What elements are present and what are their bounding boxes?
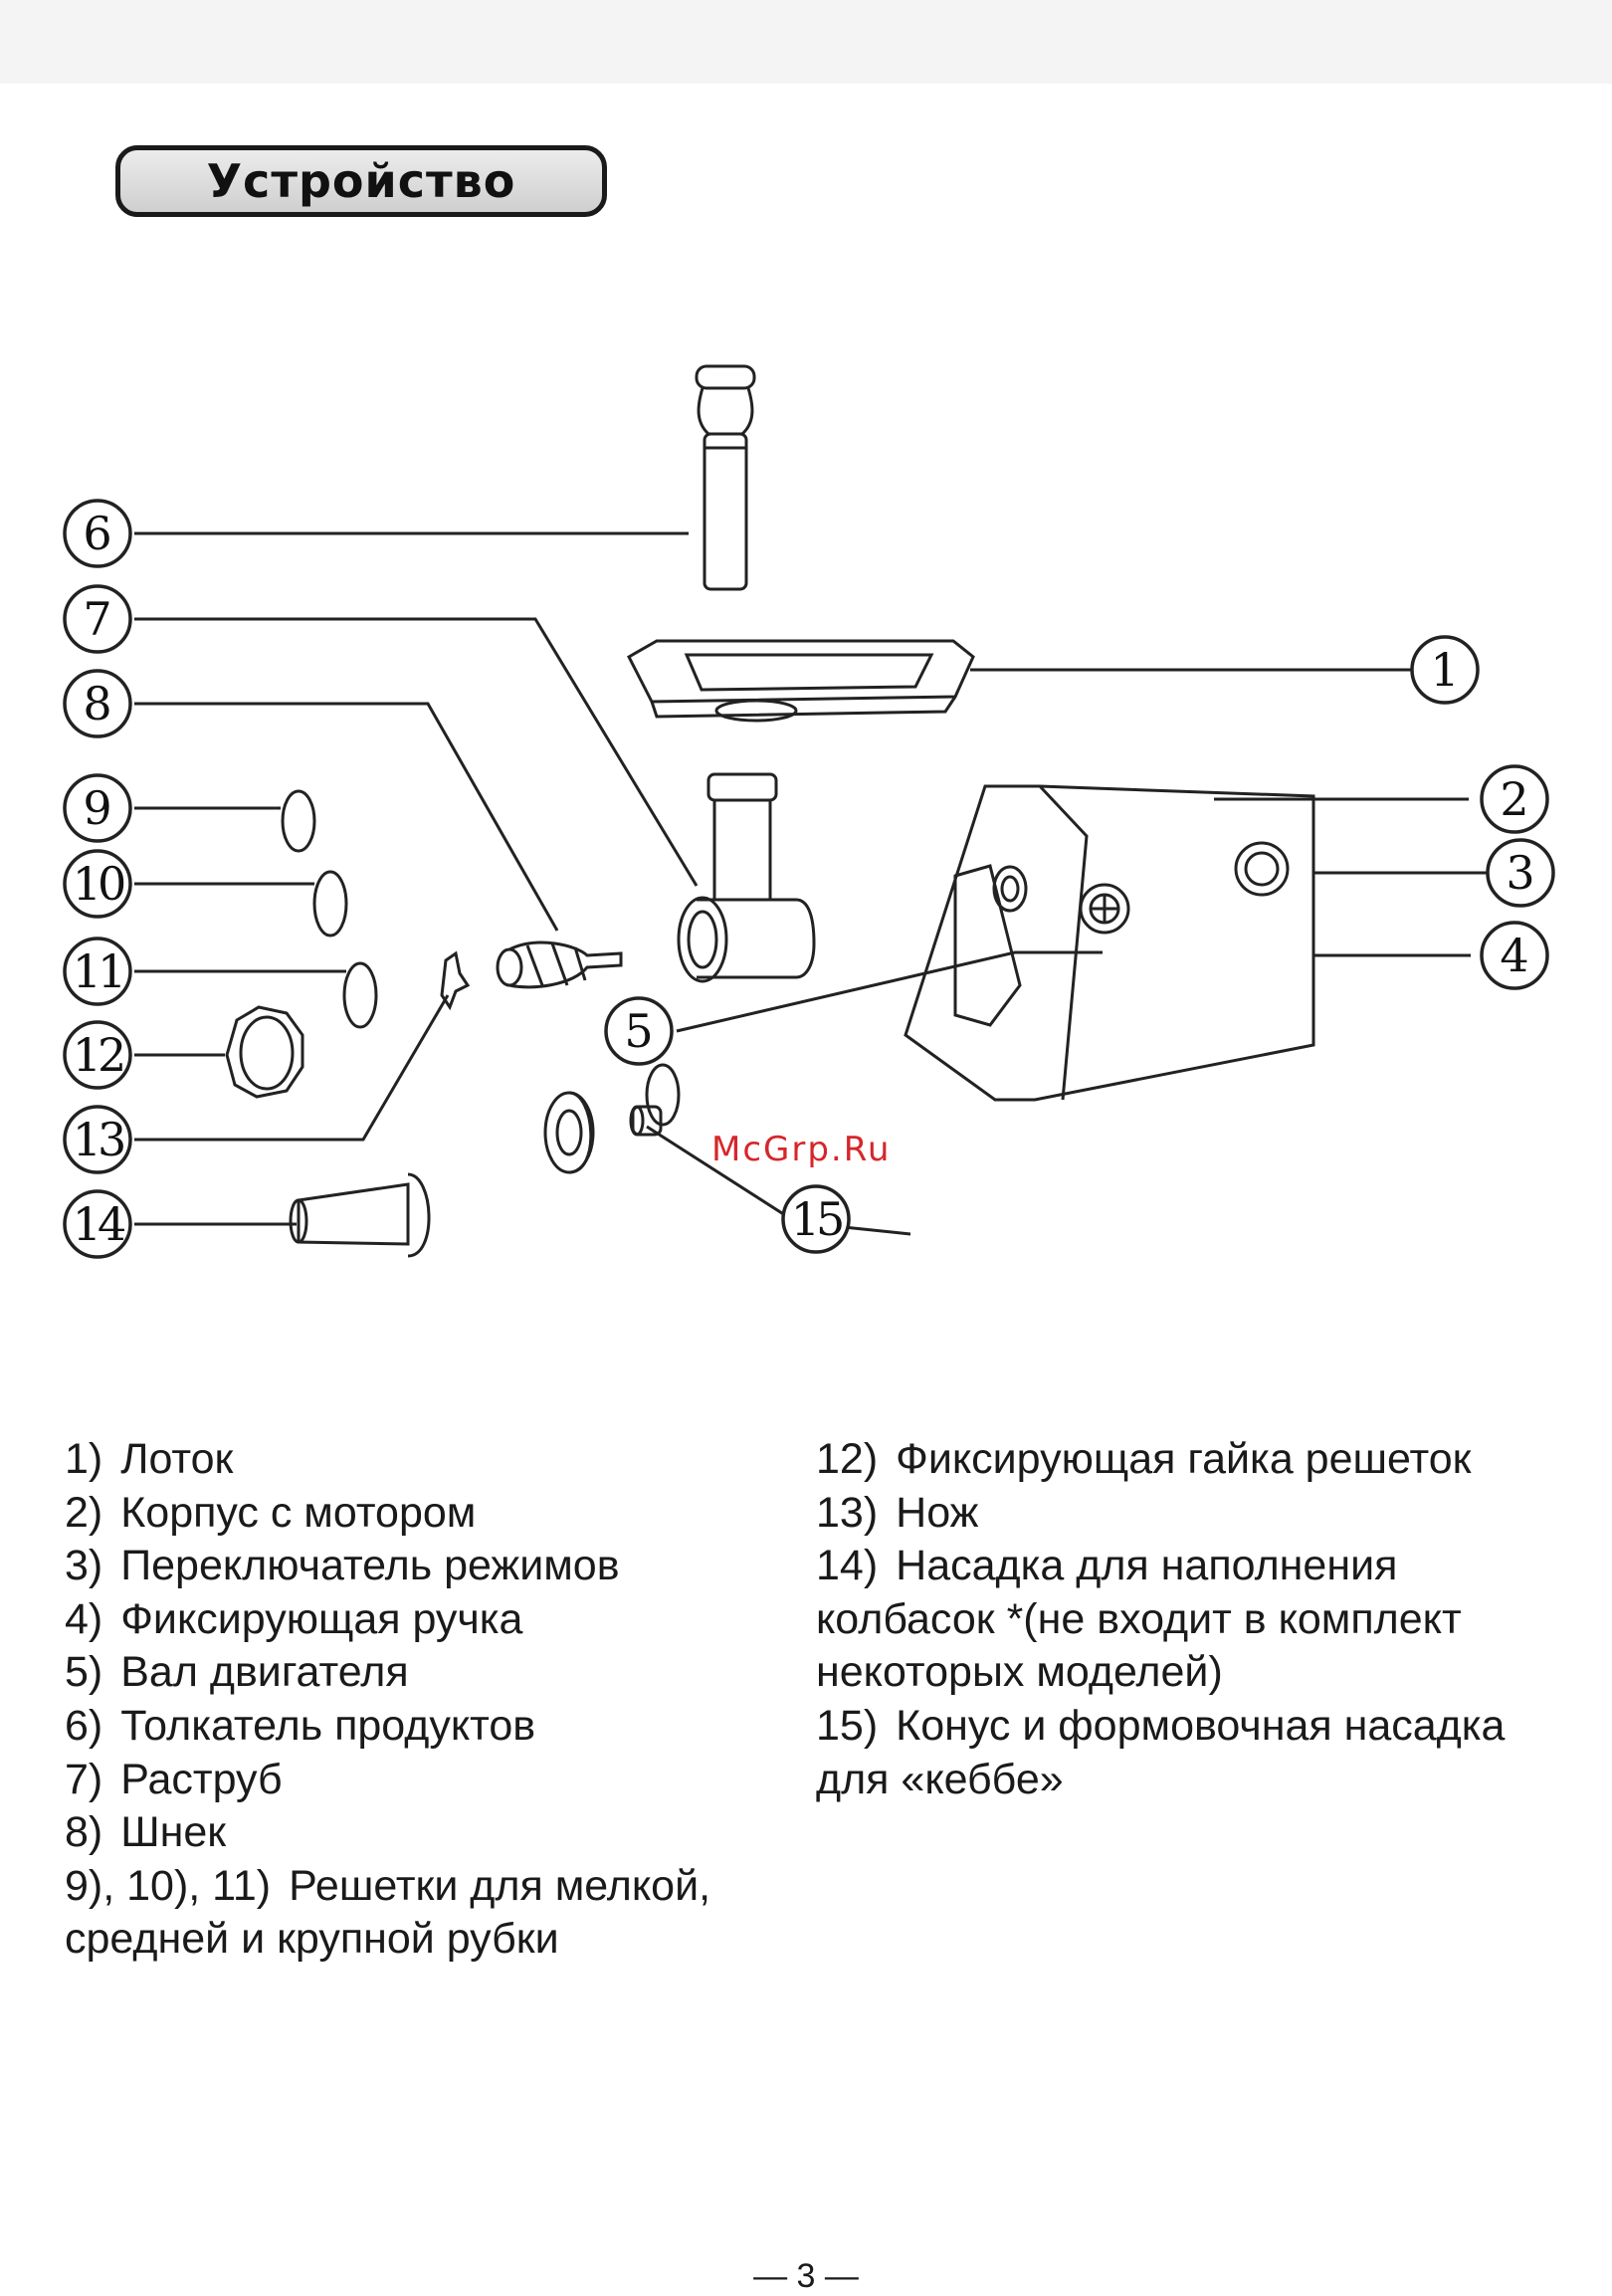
legend-item: 5)Вал двигателя — [65, 1648, 409, 1697]
svg-text:1: 1 — [1430, 643, 1459, 697]
fixing-nut-part — [225, 1005, 304, 1099]
legend-item: 1)Лоток — [65, 1435, 234, 1483]
grid-plates — [281, 789, 378, 1029]
legend-item: 2)Корпус с мотором — [65, 1488, 477, 1537]
auger-part — [496, 940, 623, 989]
pusher-part — [695, 364, 756, 591]
svg-text:3: 3 — [1506, 846, 1534, 900]
callout-11: 11 — [63, 937, 132, 1006]
legend-item: 13)Нож — [816, 1488, 979, 1537]
svg-text:5: 5 — [624, 1004, 653, 1058]
svg-text:13: 13 — [73, 1113, 123, 1166]
motor-body-part — [904, 784, 1315, 1102]
svg-text:6: 6 — [83, 507, 111, 560]
legend-item: 8)Шнек — [65, 1808, 227, 1857]
sausage-nozzle-part — [289, 1172, 431, 1258]
callout-5: 5 — [604, 996, 674, 1066]
legend-item: 6)Толкатель продуктов — [65, 1701, 536, 1750]
callout-6: 6 — [63, 499, 132, 568]
legend-item: 4)Фиксирующая ручка — [65, 1594, 523, 1643]
feed-tube-part — [677, 772, 816, 983]
legend-item: 12)Фиксирующая гайка решеток — [816, 1435, 1472, 1483]
parts-legend-left: 1)Лоток 2)Корпус с мотором 3)Переключате… — [65, 1433, 741, 1967]
svg-text:9: 9 — [83, 781, 111, 835]
knife-part — [440, 950, 471, 1011]
motor-shaft-part — [992, 865, 1028, 913]
page-number: — 3 — — [753, 2257, 859, 2295]
callout-13: 13 — [63, 1105, 132, 1174]
callout-14: 14 — [63, 1189, 132, 1259]
callout-8: 8 — [63, 669, 132, 738]
callout-3: 3 — [1486, 838, 1555, 908]
section-title-badge: Устройство — [115, 145, 607, 217]
callout-2: 2 — [1480, 764, 1549, 834]
callout-9: 9 — [63, 773, 132, 843]
svg-text:4: 4 — [1500, 929, 1528, 982]
callout-4: 4 — [1480, 921, 1549, 990]
legend-item: 14)Насадка для наполнения колбасок *(не … — [816, 1542, 1462, 1697]
legend-item: 3)Переключатель режимов — [65, 1542, 620, 1590]
callout-10: 10 — [63, 849, 132, 919]
callout-7: 7 — [63, 584, 132, 654]
legend-item: 9), 10), 11)Решетки для мелкой, средней … — [65, 1861, 711, 1964]
svg-text:12: 12 — [73, 1028, 123, 1082]
kebbe-attachment-part — [543, 1063, 681, 1174]
callout-12: 12 — [63, 1020, 132, 1090]
section-title: Устройство — [206, 154, 516, 208]
meat-grinder-exploded-diagram: 6 7 8 9 10 11 12 13 14 1 2 — [63, 364, 1555, 1259]
tray-part — [627, 639, 975, 723]
callout-markers: 6 7 8 9 10 11 12 13 14 1 2 — [63, 499, 1555, 1259]
legend-item: 15)Конус и формовочная насадка для «кебб… — [816, 1701, 1506, 1803]
svg-text:14: 14 — [73, 1197, 124, 1251]
svg-text:11: 11 — [73, 944, 123, 998]
svg-text:8: 8 — [83, 677, 111, 731]
svg-text:2: 2 — [1500, 772, 1528, 826]
parts-legend-right: 12)Фиксирующая гайка решеток 13)Нож 14)Н… — [816, 1433, 1572, 1806]
svg-text:7: 7 — [83, 592, 111, 646]
svg-text:10: 10 — [73, 857, 124, 911]
callout-15: 15 — [781, 1184, 851, 1254]
watermark-text: McGrp.Ru — [711, 1130, 891, 1169]
fixing-knob-part — [1079, 883, 1130, 935]
page-header-band — [0, 0, 1612, 84]
callout-1: 1 — [1410, 635, 1480, 705]
leader-lines — [134, 531, 1493, 1236]
legend-item: 7)Раструб — [65, 1755, 283, 1803]
svg-text:15: 15 — [791, 1192, 842, 1246]
